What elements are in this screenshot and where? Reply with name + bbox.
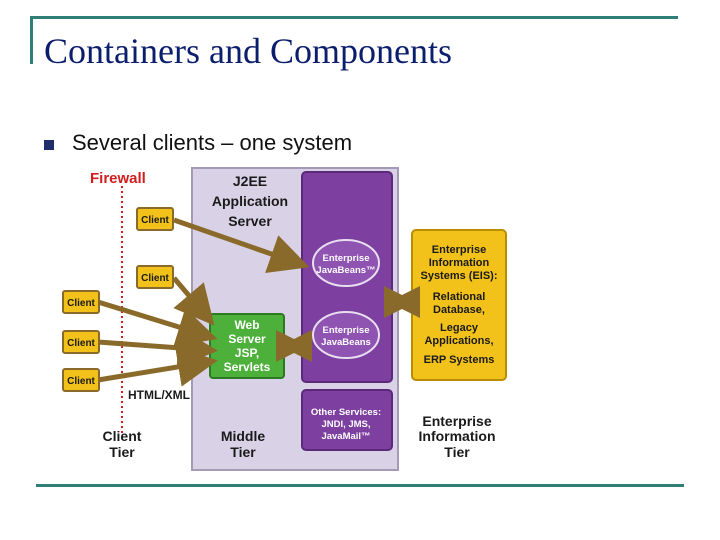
client-label-1: Client: [141, 215, 169, 226]
bullet-marker: [44, 140, 54, 150]
eis-tier-line3: Tier: [444, 444, 470, 460]
other-services-box: [301, 389, 393, 451]
client-label-5: Client: [67, 376, 95, 387]
server-title-line1: J2EE: [233, 173, 267, 189]
bullet-text: Several clients – one system: [72, 130, 353, 155]
client-box-3: [62, 290, 100, 314]
ejb-component-1: [312, 239, 380, 287]
eis-line5: Database,: [433, 304, 485, 316]
eis-line4: Relational: [433, 291, 486, 303]
eis-line7: Applications,: [424, 335, 493, 347]
internal-arrows: [276, 286, 420, 362]
web-line1: Web: [234, 318, 259, 332]
slide-title: Containers and Components: [44, 31, 452, 71]
arrow-client1-ejb: [173, 217, 310, 273]
client-box-1: [136, 207, 174, 231]
html-xml-label: HTML/XML: [128, 388, 190, 402]
other-line1: Other Services:: [311, 407, 381, 418]
client-label-3: Client: [67, 298, 95, 309]
eis-tier-line1: Enterprise: [422, 413, 491, 429]
bottom-rule: [36, 484, 684, 487]
other-line2: JNDI, JMS,: [321, 419, 370, 430]
middle-tier-line2: Tier: [230, 444, 256, 460]
client-box-5: [62, 368, 100, 392]
client-label-2: Client: [141, 273, 169, 284]
web-line2: Server: [228, 332, 266, 346]
client-tier-line1: Client: [103, 428, 142, 444]
eis-line2: Information: [429, 257, 490, 269]
ejb1-line2: JavaBeans™: [316, 265, 375, 276]
firewall-label: Firewall: [90, 170, 146, 187]
middle-tier-line1: Middle: [221, 428, 266, 444]
eis-tier-line2: Information: [419, 428, 496, 444]
server-title-line2: Application: [212, 193, 288, 209]
ejb2-line1: Enterprise: [323, 325, 370, 336]
web-line4: Servlets: [224, 360, 271, 374]
eis-line8: ERP Systems: [424, 354, 495, 366]
other-line3: JavaMail™: [321, 431, 370, 442]
ejb-component-2: [312, 311, 380, 359]
client-label-4: Client: [67, 338, 95, 349]
client-arrows: [97, 217, 310, 387]
arrow-client5-web: [97, 347, 218, 387]
ejb1-line1: Enterprise: [323, 253, 370, 264]
client-tier-line2: Tier: [109, 444, 135, 460]
client-box-4: [62, 330, 100, 354]
title-frame-left: [30, 16, 33, 64]
eis-line6: Legacy: [440, 322, 479, 334]
ejb2-line2: JavaBeans: [321, 337, 371, 348]
client-box-2: [136, 265, 174, 289]
web-line3: JSP,: [235, 346, 259, 360]
eis-line1: Enterprise: [432, 244, 486, 256]
server-title-line3: Server: [228, 213, 272, 229]
title-frame-top: [30, 16, 678, 19]
client-boxes: [62, 207, 174, 392]
eis-line3: Systems (EIS):: [420, 270, 497, 282]
